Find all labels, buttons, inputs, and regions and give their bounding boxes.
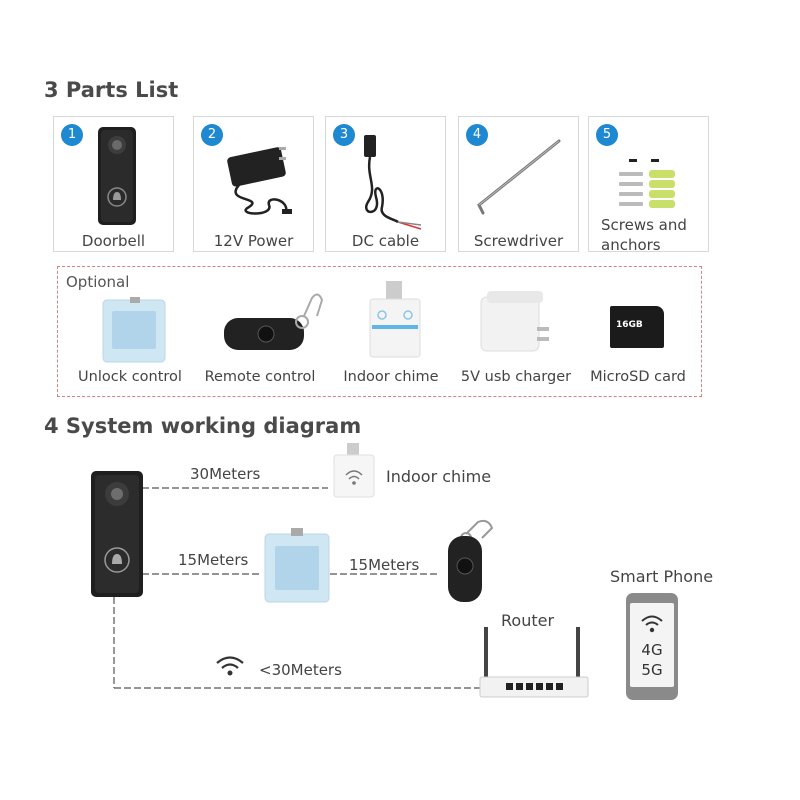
screwdriver-icon <box>477 139 561 215</box>
phone-network-5g: 5G <box>641 661 663 679</box>
part-label: Screwdriver <box>473 232 564 250</box>
part-label: 12V Power <box>213 232 294 250</box>
part-label: Screws and anchors <box>601 216 687 254</box>
diagram-unlock-control-icon <box>264 528 330 603</box>
sd-card-capacity: 16GB <box>616 320 643 330</box>
optional-label-indoor-chime: Indoor chime <box>343 369 439 385</box>
distance-label-remote: 15Meters <box>349 556 420 574</box>
phone-wifi-icon <box>641 615 663 633</box>
part-number-badge: 1 <box>61 124 83 146</box>
part-label: DC cable <box>351 232 420 250</box>
part-card-power: 2 12V Power <box>193 116 314 252</box>
parts-list-title: 3 Parts List <box>44 78 179 102</box>
screws-and-anchors-icon <box>619 159 675 208</box>
smart-phone-label: Smart Phone <box>610 567 714 586</box>
system-diagram-title: 4 System working diagram <box>44 414 362 438</box>
diagram-doorbell-icon <box>91 471 143 597</box>
part-number-badge: 5 <box>596 124 618 146</box>
diagram-remote-control-icon <box>448 519 494 602</box>
part-card-screws: 5 Screws and anchors <box>588 116 709 254</box>
remote-control-icon <box>224 293 324 350</box>
distance-label-chime: 30Meters <box>190 465 261 483</box>
power-adapter-icon <box>227 147 292 215</box>
part-card-doorbell: 1 Doorbell <box>53 116 174 252</box>
indoor-chime-label: Indoor chime <box>386 467 492 486</box>
wifi-icon <box>216 656 244 676</box>
optional-label-remote-control: Remote control <box>204 369 316 385</box>
unlock-control-icon <box>102 297 166 363</box>
indoor-chime-icon <box>369 281 421 358</box>
usb-charger-icon <box>480 291 549 352</box>
diagram-indoor-chime-icon <box>333 443 375 498</box>
optional-title: Optional <box>66 273 130 291</box>
router-icon <box>479 627 589 698</box>
part-number-badge: 3 <box>333 124 355 146</box>
optional-label-unlock-control: Unlock control <box>78 369 182 385</box>
part-number-badge: 4 <box>466 124 488 146</box>
smart-phone-icon: 4G 5G <box>626 593 678 700</box>
router-label: Router <box>501 611 555 630</box>
optional-label-usb-charger: 5V usb charger <box>460 369 572 385</box>
part-card-dc-cable: 3 DC cable <box>325 116 446 252</box>
part-label: Doorbell <box>81 232 146 250</box>
part-card-screwdriver: 4 Screwdriver <box>458 116 579 252</box>
distance-label-unlock: 15Meters <box>178 551 249 569</box>
microsd-card-icon: 16GB <box>610 306 664 348</box>
optional-accessories-box <box>57 266 702 397</box>
phone-screen: 4G 5G <box>630 603 674 687</box>
part-number-badge: 2 <box>201 124 223 146</box>
phone-network-4g: 4G <box>641 641 663 659</box>
distance-label-wifi: <30Meters <box>259 661 342 679</box>
optional-label-microsd-card: MicroSD card <box>590 369 686 385</box>
dc-cable-icon <box>364 135 422 230</box>
doorbell-icon <box>98 127 136 225</box>
